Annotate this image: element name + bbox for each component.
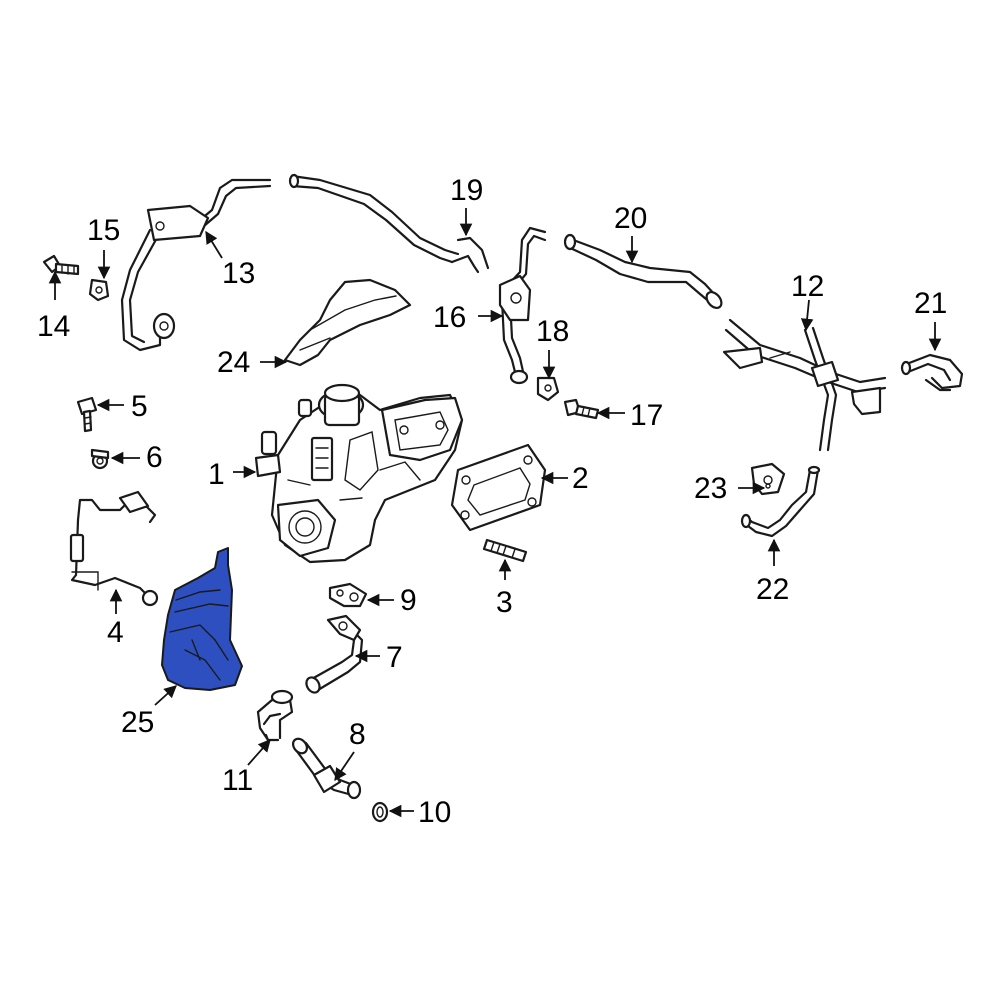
part-9-gasket[interactable] — [328, 582, 368, 608]
callout-3: 3 — [496, 586, 513, 619]
callout-4: 4 — [107, 616, 124, 649]
callout-23: 23 — [694, 472, 727, 505]
callout-18: 18 — [536, 315, 569, 348]
part-11-hose[interactable] — [256, 689, 294, 742]
callout-22: 22 — [756, 573, 789, 606]
part-13-oil-return-pipe[interactable] — [120, 178, 272, 352]
callout-6: 6 — [146, 441, 163, 474]
part-12-coolant-pipe[interactable] — [722, 318, 887, 452]
part-15-clip[interactable] — [88, 278, 110, 302]
part-16-bracket-pipe[interactable] — [498, 226, 547, 385]
callout-19: 19 — [450, 174, 483, 207]
part-1-turbocharger[interactable] — [254, 383, 464, 564]
callout-15: 15 — [87, 214, 120, 247]
callout-9: 9 — [400, 584, 417, 617]
callout-12: 12 — [791, 270, 824, 303]
part-6-washer[interactable] — [90, 448, 110, 470]
part-18-clip[interactable] — [536, 376, 560, 402]
callout-21: 21 — [914, 287, 947, 320]
callout-13: 13 — [222, 257, 255, 290]
part-3-stud[interactable] — [482, 538, 528, 563]
part-22-hose[interactable] — [740, 465, 821, 538]
part-21-hose[interactable] — [900, 353, 964, 392]
leader-lines — [48, 208, 942, 818]
part-19-hose[interactable] — [288, 173, 490, 274]
part-8-connector-pipe[interactable] — [290, 736, 362, 800]
callout-11: 11 — [222, 764, 253, 797]
callout-5: 5 — [131, 390, 148, 423]
callout-labels: 1 2 3 4 5 6 7 8 9 10 11 12 13 14 15 16 1… — [37, 174, 947, 829]
part-5-bolt[interactable] — [76, 396, 98, 433]
part-24-heat-shield[interactable] — [283, 278, 412, 367]
callout-14: 14 — [37, 310, 70, 343]
callout-25: 25 — [121, 706, 154, 739]
part-7-water-pipe[interactable] — [304, 614, 364, 695]
part-2-gasket[interactable] — [450, 443, 547, 532]
part-10-o-ring[interactable] — [371, 801, 389, 823]
part-25-heat-shield[interactable] — [161, 547, 243, 691]
part-20-hose[interactable] — [563, 233, 724, 311]
part-23-sensor[interactable] — [750, 462, 786, 496]
callout-10: 10 — [418, 796, 451, 829]
callout-16: 16 — [433, 301, 466, 334]
part-4-oil-feed-pipe[interactable] — [69, 490, 159, 607]
callout-7: 7 — [386, 641, 403, 674]
callout-17: 17 — [630, 399, 663, 432]
callout-1: 1 — [208, 458, 225, 491]
callout-24: 24 — [217, 346, 250, 379]
part-17-bolt[interactable] — [563, 398, 600, 420]
callout-20: 20 — [614, 202, 647, 235]
part-14-bolt[interactable] — [42, 254, 80, 276]
callout-2: 2 — [572, 462, 589, 495]
callout-8: 8 — [349, 718, 366, 751]
